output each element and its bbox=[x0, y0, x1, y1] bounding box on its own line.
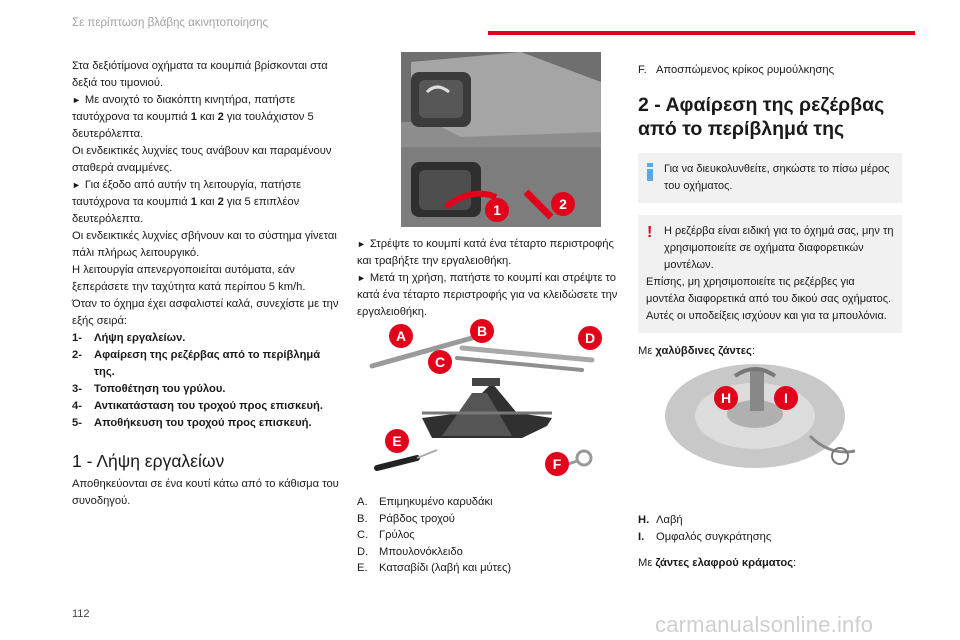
header-accent-bar bbox=[488, 31, 915, 35]
paragraph: Με χαλύβδινες ζάντες: bbox=[638, 345, 755, 357]
tools-legend: A.Επιμηκυμένο καρυδάκι B.Ράβδος τροχού C… bbox=[357, 494, 619, 577]
paragraph: Η λειτουργία απενεργοποιείται αυτόματα, … bbox=[72, 264, 306, 293]
arrow-right-icon: ► bbox=[357, 273, 366, 283]
label-C: C bbox=[428, 350, 452, 374]
svg-text:E: E bbox=[392, 433, 401, 449]
paragraph: ►Μετά τη χρήση, πατήστε το κουμπί και στ… bbox=[357, 272, 618, 318]
info-icon bbox=[647, 163, 653, 181]
label-F: F bbox=[545, 452, 569, 476]
paragraph: Αποθηκεύονται σε ένα κουτί κάτω από το κ… bbox=[72, 478, 339, 507]
legend-item: D.Μπουλονόκλειδο bbox=[357, 545, 463, 558]
legend-item: E.Κατσαβίδι (λαβή και μύτες) bbox=[357, 562, 512, 574]
list-item: 5-Αποθήκευση του τροχού προς επισκευή. bbox=[72, 417, 312, 429]
list-item: 2-Αφαίρεση της ρεζέρβας από το περίβλημά… bbox=[72, 349, 321, 378]
callout-2 bbox=[551, 192, 575, 216]
paragraph: Οι ενδεικτικές λυχνίες σβήνουν και το σύ… bbox=[72, 230, 337, 259]
svg-text:D: D bbox=[585, 330, 595, 346]
paragraph: Επίσης, μη χρησιμοποιείτε τις ρεζέρβες γ… bbox=[646, 276, 892, 305]
label-I: I bbox=[774, 386, 798, 410]
svg-text:B: B bbox=[477, 323, 487, 339]
svg-text:H: H bbox=[721, 390, 731, 406]
paragraph: ►Για έξοδο από αυτήν τη λειτουργία, πατή… bbox=[72, 179, 302, 225]
label-B: B bbox=[470, 319, 494, 343]
column-3: F.Αποσπώμενος κρίκος ρυμούλκησης 2 - Αφα… bbox=[638, 62, 902, 360]
tools-illustration: A B C D E F bbox=[369, 319, 602, 476]
svg-text:1: 1 bbox=[493, 202, 501, 218]
wheel-legend: H.Λαβή I.Ομφαλός συγκράτησης Με ζάντες ε… bbox=[638, 512, 902, 572]
column-1: Στα δεξιότίμονα οχήματα τα κουμπιά βρίσκ… bbox=[72, 58, 340, 510]
arrow-right-icon: ► bbox=[72, 95, 81, 105]
toolbox-photo: 1 2 bbox=[401, 52, 601, 227]
svg-text:I: I bbox=[784, 390, 788, 406]
section-title: 1 - Λήψη εργαλείων bbox=[72, 451, 225, 471]
paragraph: ►Στρέψτε το κουμπί κατά ένα τέταρτο περι… bbox=[357, 238, 614, 267]
arrow-right-icon: ► bbox=[357, 239, 366, 249]
svg-text:C: C bbox=[435, 354, 445, 370]
header-title: Σε περίπτωση βλάβης ακινητοποίησης bbox=[72, 17, 269, 29]
page-number: 112 bbox=[72, 608, 90, 620]
section-title: 2 - Αφαίρεση της ρεζέρβας από το περίβλη… bbox=[638, 94, 885, 140]
paragraph: Αυτές οι υποδείξεις ισχύουν και για τα μ… bbox=[646, 310, 887, 322]
label-H: H bbox=[714, 386, 738, 410]
list-item: 1-Λήψη εργαλείων. bbox=[72, 332, 186, 344]
svg-text:A: A bbox=[396, 328, 406, 344]
watermark: carmanualsonline.info bbox=[655, 612, 874, 637]
paragraph: ►Με ανοιχτό το διακόπτη κινητήρα, πατήστ… bbox=[72, 94, 314, 140]
legend-item: B.Ράβδος τροχού bbox=[357, 512, 455, 525]
column-2-text: ►Στρέψτε το κουμπί κατά ένα τέταρτο περι… bbox=[357, 236, 619, 321]
svg-text:2: 2 bbox=[559, 196, 567, 212]
label-E: E bbox=[385, 429, 409, 453]
list-item: 3-Τοποθέτηση του γρύλου. bbox=[72, 383, 226, 395]
paragraph: Όταν το όχημα έχει ασφαλιστεί καλά, συνε… bbox=[72, 298, 339, 327]
spare-wheel-illustration: H I bbox=[665, 364, 856, 468]
arrow-right-icon: ► bbox=[72, 180, 81, 190]
legend-item: C.Γρύλος bbox=[357, 529, 415, 541]
callout-1 bbox=[485, 198, 509, 222]
svg-text:F: F bbox=[553, 456, 562, 472]
list-item: 4-Αντικατάσταση του τροχού προς επισκευή… bbox=[72, 400, 323, 412]
paragraph: Οι ενδεικτικές λυχνίες τους ανάβουν και … bbox=[72, 145, 332, 174]
legend-item: F.Αποσπώμενος κρίκος ρυμούλκησης bbox=[638, 64, 835, 76]
legend-item: H.Λαβή bbox=[638, 514, 683, 526]
paragraph: Στα δεξιότίμονα οχήματα τα κουμπιά βρίσκ… bbox=[72, 60, 328, 89]
warning-note: ! Η ρεζέρβα είναι ειδική για το όχημά σα… bbox=[638, 215, 902, 333]
warning-icon: ! bbox=[647, 224, 653, 241]
paragraph: Η ρεζέρβα είναι ειδική για το όχημά σας,… bbox=[664, 225, 894, 271]
legend-item: I.Ομφαλός συγκράτησης bbox=[638, 530, 772, 543]
label-D: D bbox=[578, 326, 602, 350]
steps-list: 1-Λήψη εργαλείων. 2-Αφαίρεση της ρεζέρβα… bbox=[72, 330, 340, 432]
info-note: Για να διευκολυνθείτε, σηκώστε το πίσω μ… bbox=[638, 153, 902, 203]
paragraph: Με ζάντες ελαφρού κράματος: bbox=[638, 557, 797, 569]
label-A: A bbox=[389, 324, 413, 348]
legend-item: A.Επιμηκυμένο καρυδάκι bbox=[357, 496, 493, 508]
